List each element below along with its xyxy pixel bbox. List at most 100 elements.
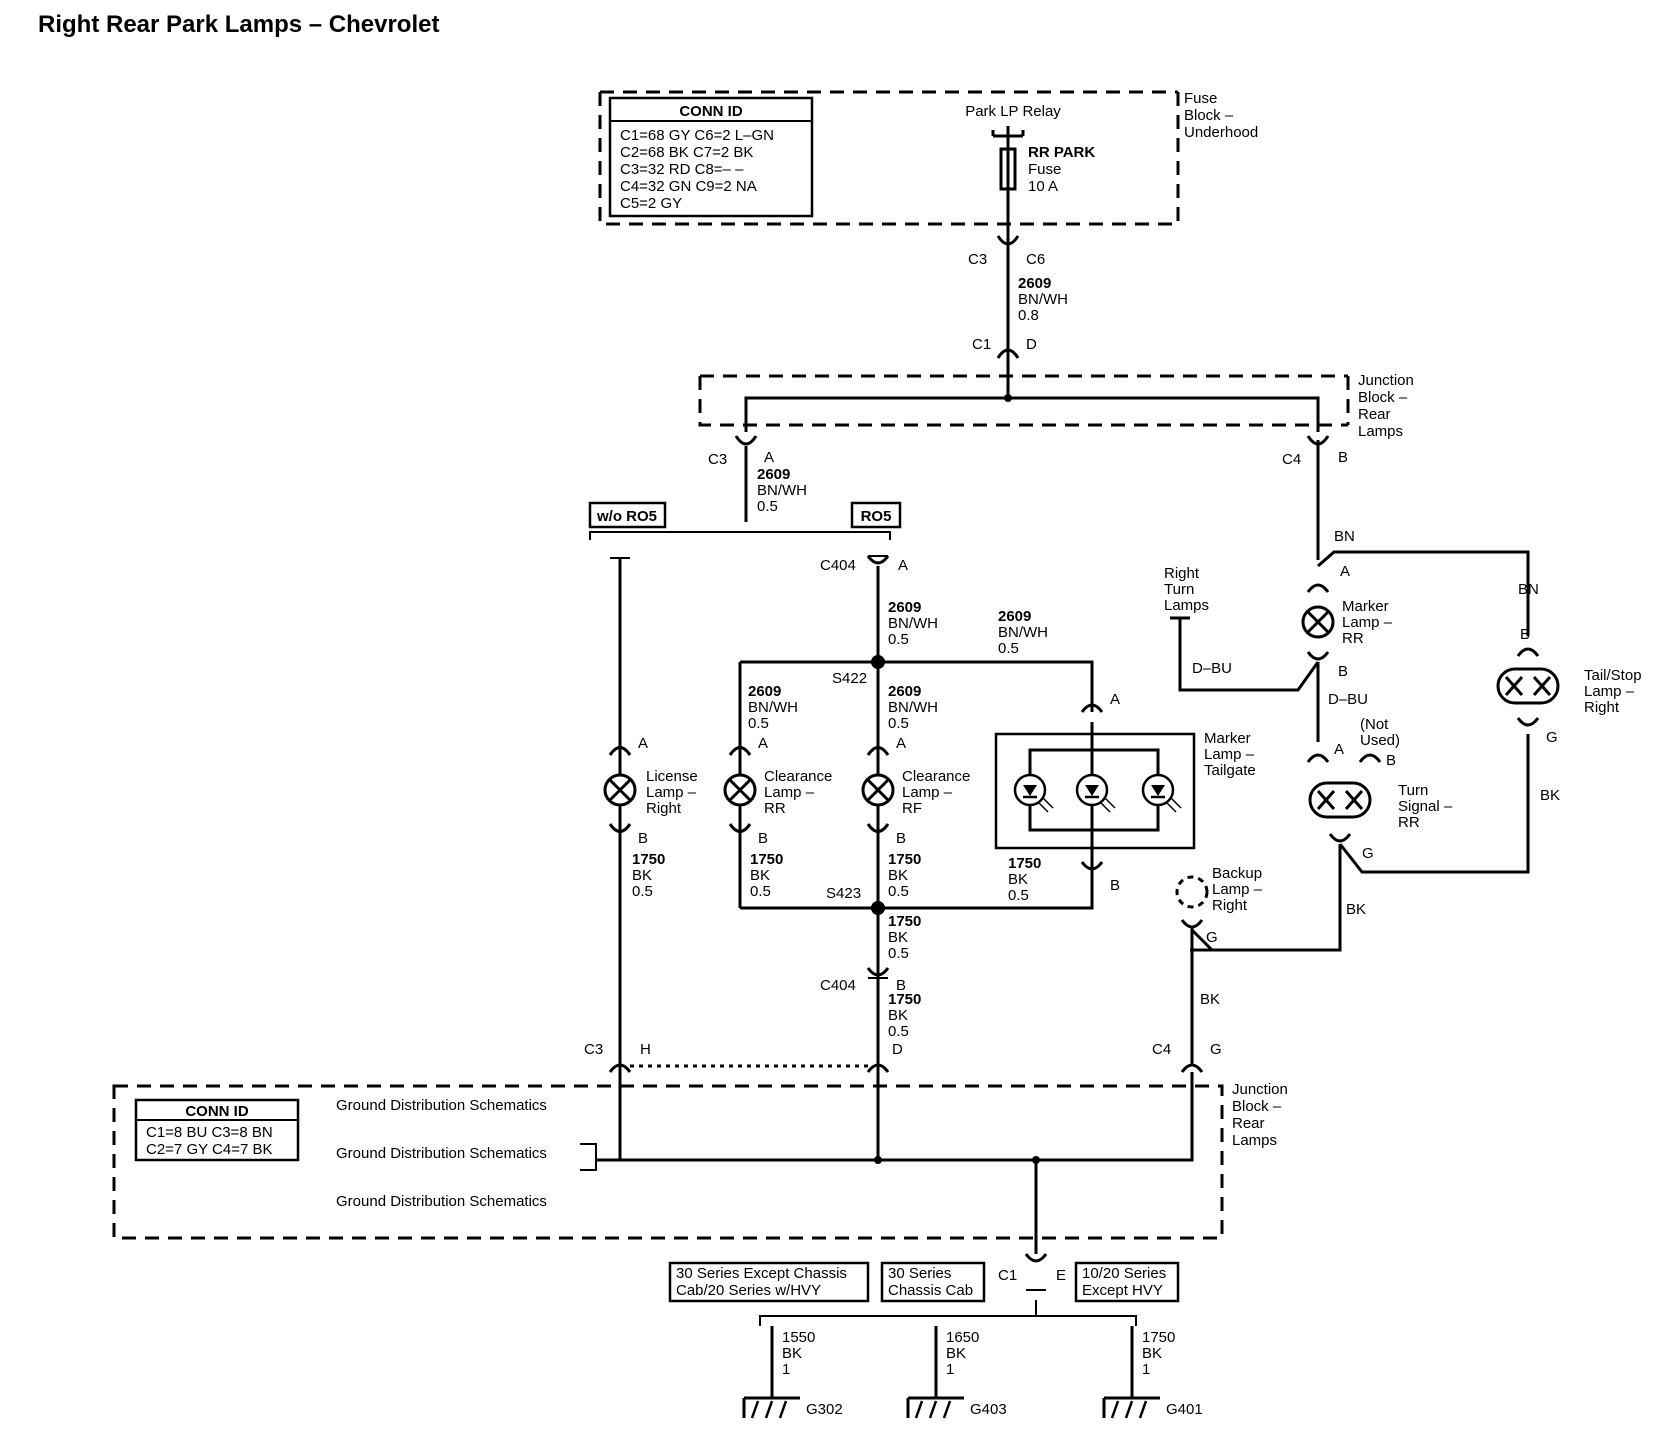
splice-s423 <box>871 901 885 915</box>
splice-s422 <box>871 655 885 669</box>
svg-text:1750: 1750 <box>888 913 921 930</box>
svg-text:Junction: Junction <box>1358 372 1414 389</box>
ground-dist-link[interactable]: Ground Distribution Schematics <box>336 1145 547 1162</box>
license-lamp-label: License <box>646 768 698 785</box>
svg-text:1650: 1650 <box>946 1329 979 1346</box>
svg-text:C4: C4 <box>1282 451 1301 468</box>
ground-dist-link[interactable]: Ground Distribution Schematics <box>336 1193 547 1210</box>
license-lamp-icon <box>603 773 637 807</box>
svg-text:Block –: Block – <box>1358 389 1408 406</box>
svg-text:C2=7 GY C4=7 BK: C2=7 GY C4=7 BK <box>146 1141 272 1158</box>
conn-label: C404 <box>820 557 856 574</box>
conn-label: D <box>1026 336 1037 353</box>
conn-label: C3 <box>968 251 987 268</box>
conn-label: C6 <box>1026 251 1045 268</box>
svg-text:Backup: Backup <box>1212 865 1262 882</box>
conn-label: C3 <box>708 451 727 468</box>
svg-text:BK: BK <box>888 929 908 946</box>
svg-text:Clearance: Clearance <box>902 768 970 785</box>
svg-text:Marker: Marker <box>1342 598 1389 615</box>
svg-text:Signal –: Signal – <box>1398 798 1453 815</box>
svg-text:1750: 1750 <box>888 991 921 1008</box>
svg-text:Lamp –: Lamp – <box>902 784 953 801</box>
svg-text:Rear: Rear <box>1358 406 1391 423</box>
svg-text:Turn: Turn <box>1398 782 1428 799</box>
svg-text:Block –: Block – <box>1232 1098 1282 1115</box>
clearance-lamp-rr-icon <box>723 773 757 807</box>
wire-label: 2609 <box>757 466 790 483</box>
series-box <box>1074 1261 1180 1303</box>
svg-text:Lamps: Lamps <box>1358 423 1403 440</box>
svg-text:0.5: 0.5 <box>748 715 769 732</box>
svg-text:G: G <box>1206 929 1218 946</box>
connector-c6 <box>996 235 1020 246</box>
svg-text:Lamp –: Lamp – <box>1342 614 1393 631</box>
svg-text:B: B <box>1110 877 1120 894</box>
svg-text:E: E <box>1056 1267 1066 1284</box>
svg-text:BN/WH: BN/WH <box>748 699 798 716</box>
svg-text:Turn: Turn <box>1164 581 1194 598</box>
svg-text:Cab/20 Series w/HVY: Cab/20 Series w/HVY <box>676 1282 821 1299</box>
svg-text:A: A <box>1334 741 1344 758</box>
svg-text:0.5: 0.5 <box>1008 887 1029 904</box>
svg-text:B: B <box>1386 752 1396 769</box>
svg-text:0.5: 0.5 <box>888 1023 909 1040</box>
svg-text:G: G <box>1210 1041 1222 1058</box>
svg-text:A: A <box>1340 563 1350 580</box>
svg-text:0.5: 0.5 <box>888 883 909 900</box>
svg-text:Clearance: Clearance <box>764 768 832 785</box>
wire-label: BN/WH <box>757 482 807 499</box>
series-box <box>880 1261 986 1303</box>
junction-block-bottom: CONN ID C1=8 BU C3=8 BN C2=7 GY C4=7 BK … <box>112 1081 1288 1240</box>
wire-label: 2609 <box>1018 275 1051 292</box>
svg-text:Lamp –: Lamp – <box>764 784 815 801</box>
conn-label: C1 <box>972 336 991 353</box>
series-box <box>668 1261 870 1303</box>
svg-text:BN/WH: BN/WH <box>888 615 938 632</box>
svg-text:1750: 1750 <box>1008 855 1041 872</box>
svg-text:C3: C3 <box>584 1041 603 1058</box>
svg-text:10/20 Series: 10/20 Series <box>1082 1265 1166 1282</box>
svg-text:Lamps: Lamps <box>1164 597 1209 614</box>
svg-text:A: A <box>898 557 908 574</box>
svg-text:Right: Right <box>1584 699 1620 716</box>
svg-text:Marker: Marker <box>1204 730 1251 747</box>
ground-dist-link[interactable]: Ground Distribution Schematics <box>336 1097 547 1114</box>
conn-label: A <box>764 449 774 466</box>
svg-text:Chassis Cab: Chassis Cab <box>888 1282 973 1299</box>
turn-signal-rr-icon <box>1308 781 1372 819</box>
svg-text:Lamp –: Lamp – <box>646 784 697 801</box>
svg-text:Rear: Rear <box>1232 1115 1265 1132</box>
conn-id-row: C4=32 GN C9=2 NA <box>620 178 757 195</box>
svg-text:A: A <box>758 735 768 752</box>
svg-text:BK: BK <box>1008 871 1028 888</box>
svg-text:Lamp –: Lamp – <box>1584 683 1635 700</box>
svg-text:RR: RR <box>1342 630 1364 647</box>
svg-text:BN: BN <box>1518 581 1539 598</box>
svg-text:B: B <box>896 830 906 847</box>
option-ro5 <box>850 501 902 529</box>
tail-stop-lamp-icon <box>1496 667 1560 705</box>
svg-text:BK: BK <box>888 867 908 884</box>
svg-text:G: G <box>1546 729 1558 746</box>
relay-label: Park LP Relay <box>965 103 1061 120</box>
svg-text:C1: C1 <box>998 1267 1017 1284</box>
wire-label: 0.8 <box>1018 307 1039 324</box>
svg-text:2609: 2609 <box>998 608 1031 625</box>
svg-text:S423: S423 <box>826 885 861 902</box>
svg-text:H: H <box>640 1041 651 1058</box>
svg-text:B: B <box>638 830 648 847</box>
backup-lamp-icon <box>1175 875 1209 909</box>
fuse-block-label: Fuse <box>1184 90 1217 107</box>
svg-text:G: G <box>1362 845 1374 862</box>
svg-text:Lamps: Lamps <box>1232 1132 1277 1149</box>
svg-text:C404: C404 <box>820 977 856 994</box>
svg-text:C4: C4 <box>1152 1041 1171 1058</box>
svg-text:0.5: 0.5 <box>998 640 1019 657</box>
svg-text:BN/WH: BN/WH <box>998 624 1048 641</box>
svg-text:30 Series: 30 Series <box>888 1265 951 1282</box>
svg-text:2609: 2609 <box>888 683 921 700</box>
svg-text:BN: BN <box>1334 528 1355 545</box>
clearance-lamp-rf-icon <box>861 773 895 807</box>
